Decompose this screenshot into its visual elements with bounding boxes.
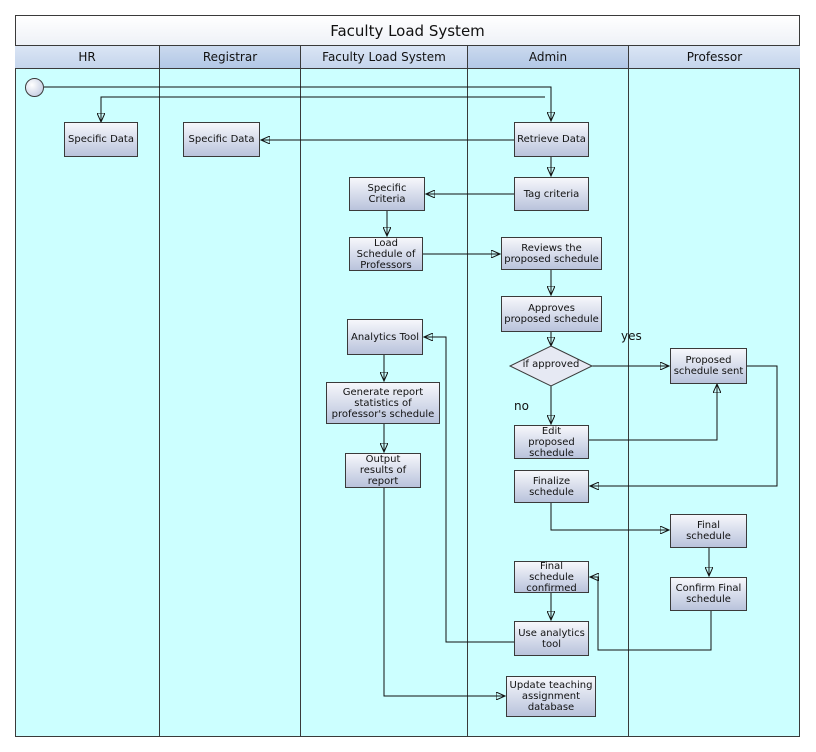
edge-finalize-to-final bbox=[550, 503, 669, 530]
lane-header-admin: Admin bbox=[468, 46, 629, 69]
lane-header-professor: Professor bbox=[629, 46, 800, 69]
edge-use-to-analytics bbox=[424, 337, 514, 643]
reviews-schedule-node: Reviews the proposed schedule bbox=[501, 237, 602, 270]
start-node bbox=[25, 78, 44, 97]
diagram-title: Faculty Load System bbox=[15, 15, 800, 46]
load-schedule-node: Load Schedule of Professors bbox=[349, 237, 423, 271]
lane-divider bbox=[300, 46, 301, 737]
edge-sent-to-finalize bbox=[590, 365, 778, 486]
no-label: no bbox=[514, 399, 529, 413]
lane-divider bbox=[159, 46, 160, 737]
update-database-node: Update teaching assignment database bbox=[506, 676, 596, 717]
edge-confirm-to-confirmed bbox=[590, 577, 712, 651]
analytics-tool-node: Analytics Tool bbox=[347, 319, 423, 355]
finalize-schedule-node: Finalize schedule bbox=[514, 470, 589, 503]
lane-divider bbox=[628, 46, 629, 737]
use-analytics-tool-node: Use analytics tool bbox=[514, 621, 589, 656]
lane-divider bbox=[467, 46, 468, 737]
retrieve-data-node: Retrieve Data bbox=[514, 122, 589, 157]
tag-criteria-node: Tag criteria bbox=[514, 177, 589, 211]
edge-output-to-update bbox=[383, 488, 505, 696]
confirm-final-schedule-node: Confirm Final schedule bbox=[670, 577, 747, 611]
final-schedule-node: Final schedule bbox=[670, 514, 747, 548]
decision-if-approved-shape bbox=[508, 345, 594, 387]
lane-header-registrar: Registrar bbox=[160, 46, 301, 69]
edge-start-to-retrieve bbox=[44, 86, 551, 121]
proposed-schedule-sent-node: Proposed schedule sent bbox=[670, 348, 747, 384]
edge-edit-to-sent bbox=[589, 384, 717, 441]
lane-header-hr: HR bbox=[15, 46, 160, 69]
specific-criteria-node: Specific Criteria bbox=[349, 177, 425, 211]
decision-if-approved: if approved bbox=[522, 359, 580, 370]
generate-report-node: Generate report statistics of professor'… bbox=[326, 382, 440, 424]
diagram-frame bbox=[15, 15, 800, 737]
lane-header-faculty-load-system: Faculty Load System bbox=[301, 46, 468, 69]
edit-proposed-schedule-node: Edit proposed schedule bbox=[514, 425, 589, 459]
final-schedule-confirmed-node: Final schedule confirmed bbox=[514, 561, 589, 594]
registrar-specific-data-node: Specific Data bbox=[183, 122, 260, 157]
edge-to-hr-specific-data bbox=[101, 96, 545, 122]
yes-label: yes bbox=[621, 329, 642, 343]
approves-schedule-node: Approves proposed schedule bbox=[501, 296, 602, 332]
hr-specific-data-node: Specific Data bbox=[64, 122, 138, 157]
output-results-node: Output results of report bbox=[345, 453, 421, 488]
